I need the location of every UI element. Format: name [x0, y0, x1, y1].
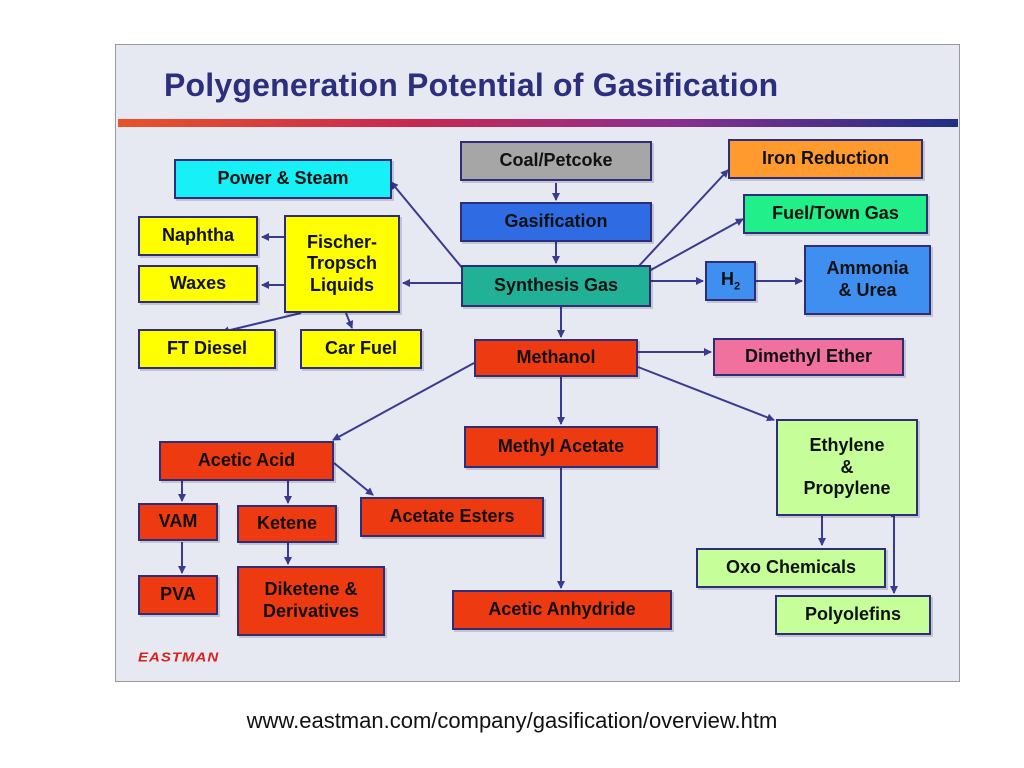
node-ft-diesel: FT Diesel	[138, 329, 276, 369]
node-fuel-town-gas: Fuel/Town Gas	[743, 194, 928, 234]
node-acetic-anhydride: Acetic Anhydride	[452, 590, 672, 630]
node-h2: H2	[705, 261, 756, 301]
title-divider-bar	[118, 119, 958, 127]
arrow-syngas-to-fuelgas	[648, 218, 744, 272]
node-ammonia-urea: Ammonia & Urea	[804, 245, 931, 315]
node-fischer-tropsch: Fischer- Tropsch Liquids	[284, 215, 400, 313]
eastman-logo: EASTMAN	[138, 650, 220, 665]
arrow-ft-to-carfuel	[345, 312, 354, 329]
node-synthesis-gas: Synthesis Gas	[461, 265, 651, 307]
node-ethylene-propylene: Ethylene & Propylene	[776, 419, 918, 516]
arrow-aceticacid-to-esters	[333, 462, 374, 496]
slide: Polygeneration Potential of Gasification	[115, 44, 960, 682]
source-url[interactable]: www.eastman.com/company/gasification/ove…	[246, 708, 778, 733]
arrow-syngas-to-power	[390, 181, 469, 276]
node-pva: PVA	[138, 575, 218, 615]
node-diketene-derivatives: Diketene & Derivatives	[237, 566, 385, 636]
node-methanol: Methanol	[474, 339, 638, 377]
slide-title: Polygeneration Potential of Gasification	[164, 67, 779, 103]
flow-arrows	[178, 169, 898, 594]
node-car-fuel: Car Fuel	[300, 329, 422, 369]
node-acetate-esters: Acetate Esters	[360, 497, 544, 537]
arrow-ft-to-ftdiesel	[221, 312, 302, 335]
node-oxo-chemicals: Oxo Chemicals	[696, 548, 886, 588]
node-dimethyl-ether: Dimethyl Ether	[713, 338, 904, 376]
node-methyl-acetate: Methyl Acetate	[464, 426, 658, 468]
node-power-steam: Power & Steam	[174, 159, 392, 199]
node-ketene: Ketene	[237, 505, 337, 543]
node-waxes: Waxes	[138, 265, 258, 303]
node-naphtha: Naphtha	[138, 216, 258, 256]
node-coal-petcoke: Coal/Petcoke	[460, 141, 652, 181]
node-acetic-acid: Acetic Acid	[159, 441, 334, 481]
node-vam: VAM	[138, 503, 218, 541]
arrow-syngas-to-iron	[637, 169, 729, 268]
arrow-methanol-to-aceticacid	[332, 362, 475, 441]
node-polyolefins: Polyolefins	[775, 595, 931, 635]
node-iron-reduction: Iron Reduction	[728, 139, 923, 179]
arrow-methanol-to-olefins	[637, 366, 775, 422]
arrow-olefins-to-polyolefins	[890, 515, 898, 594]
node-gasification: Gasification	[460, 202, 652, 242]
